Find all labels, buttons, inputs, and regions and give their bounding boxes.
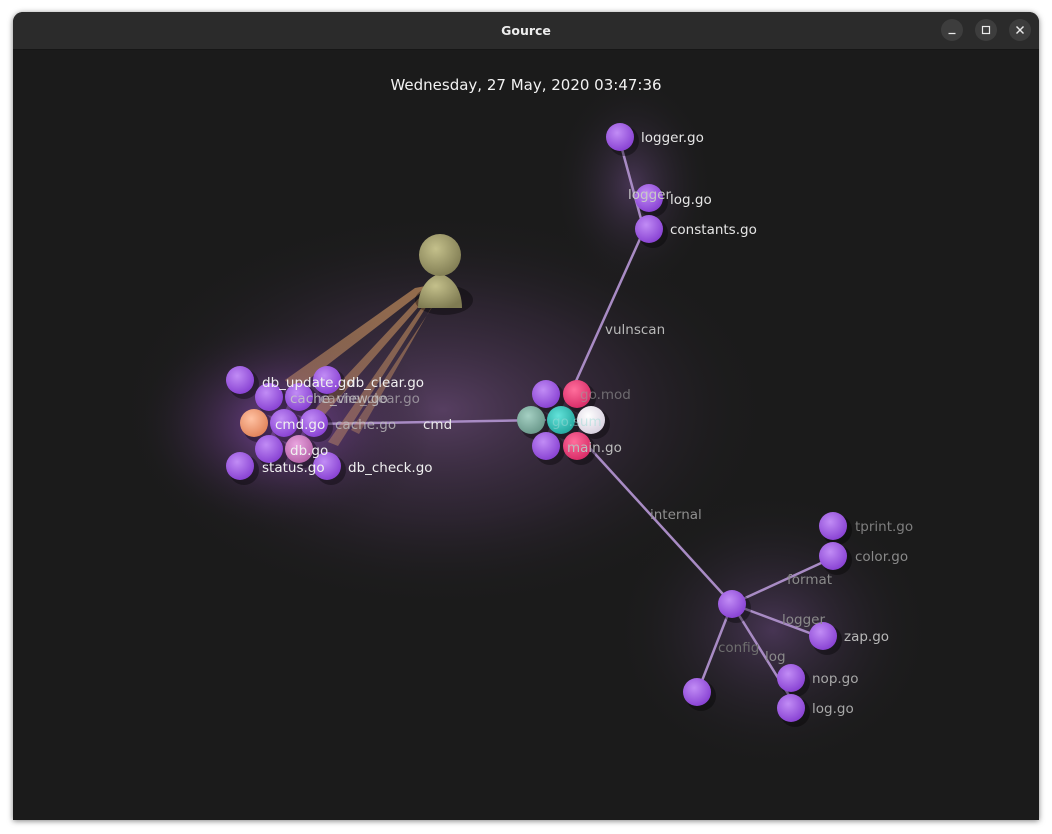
user-action-beams [285,285,439,446]
internal-file-cluster [683,512,852,727]
edge-config [696,602,734,693]
file-node [255,383,283,411]
title-bar[interactable]: Gource [13,12,1039,50]
file-label: log.go [670,192,712,208]
file-node [226,366,254,394]
file-node [517,406,545,434]
file-node [313,452,341,480]
file-node [819,542,847,570]
dir-label-log: log [765,649,786,665]
file-label: nop.go [812,671,859,687]
file-node [577,406,605,434]
file-node [313,366,341,394]
file-label: color.go [855,549,908,565]
dir-label-vulnscan: vulnscan [605,322,665,338]
root-file-cluster [517,380,610,465]
file-label: logger.go [641,130,704,146]
user-avatar[interactable] [415,234,473,315]
file-label: zap.go [844,629,889,645]
file-label: main.go [567,440,622,456]
file-node [683,678,711,706]
file-node [285,435,313,463]
file-label: cache.go [335,417,396,433]
file-label: db.go [290,443,328,459]
dir-node-internal [718,590,746,618]
file-labels: logger.go log.go constants.go db_update.… [262,130,913,717]
file-node [285,383,313,411]
close-button[interactable] [1009,19,1031,41]
file-node [532,432,560,460]
file-node [635,184,663,212]
dir-label-internal: internal [650,507,702,523]
file-node [563,432,591,460]
file-label: constants.go [670,222,757,238]
dir-label-logger: logger [628,187,671,203]
file-label: db_update.go [262,375,355,391]
file-node [226,452,254,480]
file-label: log.go [812,701,854,717]
edge-logger [617,136,646,232]
edge-logger2 [730,602,825,640]
edge-vulnscan [570,228,646,392]
file-label: go.mod [580,387,631,403]
file-label: status.go [262,460,325,476]
file-label: cache_view.go [290,391,388,407]
file-node [819,512,847,540]
directory-labels: cmd vulnscan logger internal format logg… [423,187,832,665]
file-node [240,409,268,437]
gource-window: Gource [13,12,1039,820]
file-label: db_check.go [348,460,433,476]
dir-label-logger-internal: logger [782,612,825,628]
maximize-icon [981,25,991,35]
file-node [563,380,591,408]
close-icon [1016,26,1024,34]
file-label: db_clear.go [347,375,424,391]
file-label: go.sum [552,414,602,430]
file-node [547,406,575,434]
gource-visualization[interactable]: Wednesday, 27 May, 2020 03:47:36 [13,50,1039,820]
dir-label-format: format [787,572,832,588]
file-label: tprint.go [855,519,913,535]
window-title: Gource [501,23,551,38]
file-node [270,409,298,437]
dir-label-cmd: cmd [423,417,452,433]
file-node [635,215,663,243]
file-node [777,664,805,692]
logger-file-cluster [606,123,668,248]
edge-format [730,556,834,606]
minimize-icon [948,32,956,35]
file-node [777,694,805,722]
file-node [532,380,560,408]
file-label: cmd.go [275,417,325,433]
file-node [300,409,328,437]
file-node [255,435,283,463]
date-timestamp: Wednesday, 27 May, 2020 03:47:36 [390,76,661,94]
edge-internal [585,443,734,606]
minimize-button[interactable] [941,19,963,41]
maximize-button[interactable] [975,19,997,41]
cmd-file-cluster [226,366,346,485]
dir-label-config: config [718,640,759,656]
file-node [606,123,634,151]
file-label: cache_clear.go [320,391,420,407]
file-node [809,622,837,650]
